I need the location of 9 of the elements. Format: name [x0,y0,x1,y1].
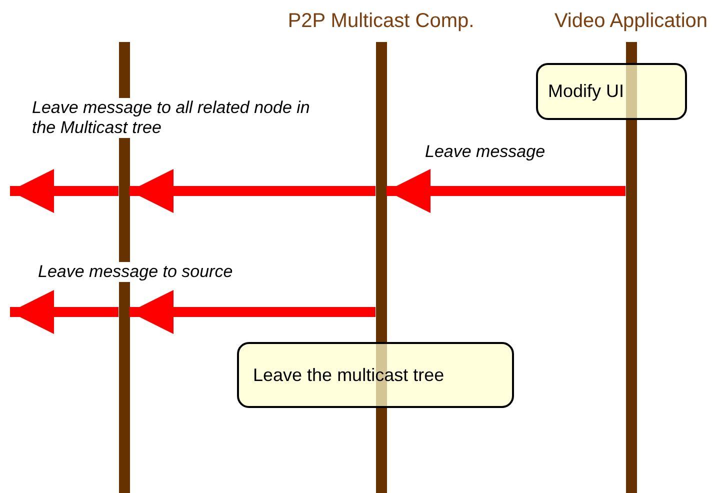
lifeline-header: Video Application [554,10,708,33]
message-arrow [10,290,118,334]
activity-box: Modify UI [536,63,687,120]
message-arrow [10,169,118,213]
lifeline-header: P2P Multicast Comp. [288,10,474,33]
message-arrow [386,169,626,213]
activity-box: Leave the multicast tree [237,342,514,408]
message-arrow [130,290,376,334]
message-arrow [130,169,376,213]
